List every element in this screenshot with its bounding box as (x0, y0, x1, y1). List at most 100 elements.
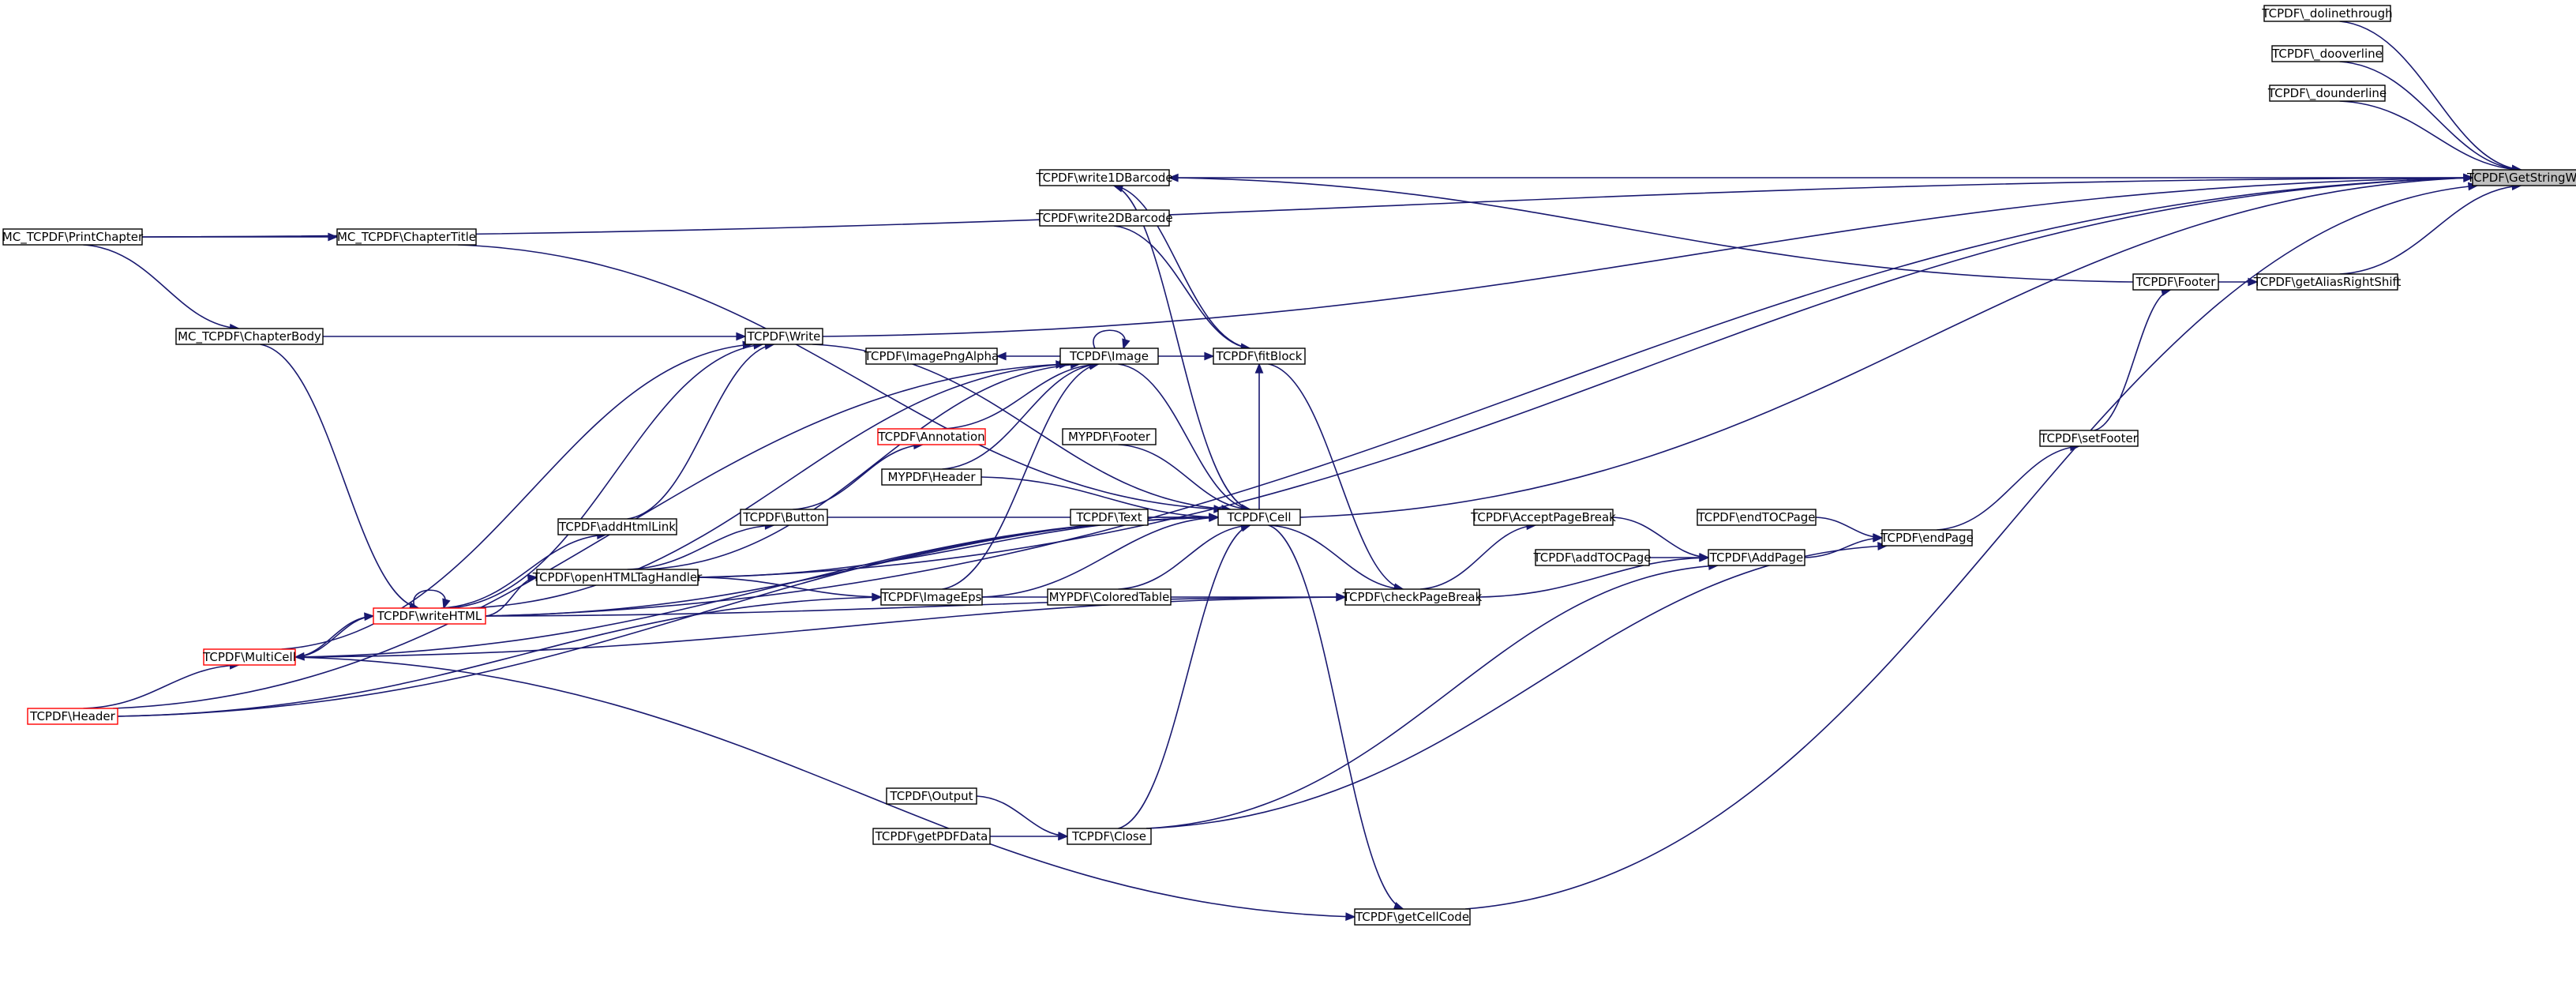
edge-line (141, 177, 2473, 238)
edge-writehtml-to-multicell (294, 615, 374, 661)
node-chaptertitle[interactable]: MC_TCPDF\ChapterTitle (336, 228, 477, 246)
node-getpdfdata[interactable]: TCPDF\getPDFData (872, 828, 991, 845)
node-endtocpage[interactable]: TCPDF\endTOCPage (1697, 509, 1817, 526)
edge-cell-to-write1dbarcode (1112, 184, 1251, 510)
node-imagepngalpha[interactable]: TCPDF\ImagePngAlpha (864, 347, 999, 365)
node-label: TCPDF\Text (1075, 510, 1142, 524)
node-getcellcode[interactable]: TCPDF\getCellCode (1354, 908, 1471, 926)
node-multicell[interactable]: TCPDF\MultiCell (202, 648, 296, 666)
node-label: TCPDF\writeHTML (377, 609, 482, 623)
node-write2dbarcode[interactable]: TCPDF\write2DBarcode (1035, 209, 1173, 227)
edge-line (647, 363, 1080, 570)
node-addtocpage[interactable]: TCPDF\addTOCPage (1532, 549, 1652, 566)
edge-line (1804, 537, 1883, 558)
node-getstringwidth[interactable]: TCPDF\GetStringWidth (2466, 169, 2576, 186)
edge-layer (83, 21, 2522, 922)
edge-line (281, 344, 752, 650)
node-dooverline[interactable]: TCPDF\_dooverline (2271, 45, 2383, 62)
node-acceptpagebreak[interactable]: TCPDF\AcceptPageBreak (1470, 509, 1616, 526)
edge-image-to-fitblock (1157, 351, 1215, 361)
edge-line (822, 177, 2473, 337)
node-endpage[interactable]: TCPDF\endPage (1880, 529, 1974, 547)
node-text[interactable]: TCPDF\Text (1070, 509, 1149, 526)
edge-write2dbarcode-to-fitblock (1113, 225, 1251, 352)
edge-writehtml-to-openhtmltaghandler (485, 573, 538, 617)
edge-line (981, 476, 1219, 518)
edge-line (2094, 289, 2171, 431)
node-write[interactable]: TCPDF\Write (744, 328, 823, 345)
edge-close-to-cell (1118, 524, 1252, 829)
edge-line (1118, 444, 1251, 510)
edge-getaliasrightshift-to-getstringwidth (2339, 182, 2522, 275)
arrowhead (328, 232, 339, 242)
edge-line (942, 363, 1099, 470)
node-fitblock[interactable]: TCPDF\fitBlock (1213, 347, 1306, 365)
node-mypdffooter[interactable]: MYPDF\Footer (1062, 428, 1157, 445)
edge-cell-to-fitblock (1254, 363, 1264, 509)
node-label: TCPDF\fitBlock (1216, 349, 1303, 363)
node-dounderline[interactable]: TCPDF\_dounderline (2267, 85, 2387, 102)
edge-line (117, 596, 882, 717)
node-chapterbody[interactable]: MC_TCPDF\ChapterBody (175, 328, 324, 345)
edge-setfooter-to-footer (2094, 287, 2172, 431)
edge-line (2339, 100, 2522, 171)
node-dolinethrough[interactable]: TCPDF\_dolinethrough (2261, 5, 2393, 22)
edge-writehtml-to-write (450, 340, 764, 609)
node-box (865, 347, 998, 365)
edge-line (2339, 185, 2522, 275)
edge-line (294, 656, 1355, 918)
arrowhead (736, 332, 747, 341)
edge-line (294, 615, 374, 658)
edge-multicell-to-getcellcode (294, 656, 1356, 922)
edge-line (1168, 177, 2134, 283)
node-label: TCPDF\setFooter (2039, 431, 2139, 445)
node-addpage[interactable]: TCPDF\AddPage (1708, 549, 1805, 566)
arrowhead (527, 573, 538, 583)
node-getaliasrightshift[interactable]: TCPDF\getAliasRightShift (2253, 273, 2402, 291)
arrowhead (1873, 533, 1884, 543)
edge-imageeps-to-cell (981, 513, 1220, 598)
edge-chapterbody-to-write (323, 332, 747, 341)
node-label: TCPDF\GetStringWidth (2466, 171, 2576, 185)
node-box (557, 518, 677, 535)
node-coloredtable[interactable]: MYPDF\ColoredTable (1047, 588, 1172, 606)
node-label: TCPDF\Output (889, 789, 973, 803)
node-layer: TCPDF\GetStringWidth TCPDF\_dolinethrough… (2, 5, 2576, 926)
arrowhead (1699, 553, 1710, 562)
edge-line (1118, 363, 1251, 510)
node-writehtml[interactable]: TCPDF\writeHTML (373, 607, 486, 625)
node-mypdfheader[interactable]: MYPDF\Header (881, 468, 982, 486)
arrowhead (1209, 513, 1220, 522)
node-box (1213, 347, 1306, 365)
node-cell[interactable]: TCPDF\Cell (1217, 509, 1301, 526)
edge-line (413, 589, 446, 609)
node-button[interactable]: TCPDF\Button (740, 509, 828, 526)
node-setfooter[interactable]: TCPDF\setFooter (2039, 430, 2139, 447)
edge-writehtml-to-writehtml (413, 589, 451, 610)
node-label: MC_TCPDF\PrintChapter (2, 230, 144, 245)
edge-line (260, 344, 419, 609)
edge-line (793, 444, 923, 510)
edge-image-to-image (1093, 329, 1131, 350)
node-openhtmltaghandler[interactable]: TCPDF\openHTMLTagHandler (532, 569, 703, 586)
edge-line (1118, 524, 1251, 590)
edge-line (1937, 445, 2079, 531)
node-label: TCPDF\MultiCell (202, 650, 296, 664)
node-box (536, 569, 699, 586)
node-checkpagebreak[interactable]: TCPDF\checkPageBreak (1342, 588, 1483, 606)
node-image[interactable]: TCPDF\Image (1059, 347, 1159, 365)
node-box (2269, 85, 2386, 102)
edge-line (83, 664, 239, 709)
node-write1dbarcode[interactable]: TCPDF\write1DBarcode (1035, 169, 1173, 186)
node-box (2256, 273, 2398, 291)
node-close[interactable]: TCPDF\Close (1067, 828, 1152, 845)
node-footer[interactable]: TCPDF\Footer (2132, 273, 2219, 291)
node-header[interactable]: TCPDF\Header (27, 708, 118, 725)
node-printchapter[interactable]: MC_TCPDF\PrintChapter (2, 228, 144, 246)
node-annotation[interactable]: TCPDF\Annotation (877, 428, 986, 445)
node-addhtmllink[interactable]: TCPDF\addHtmlLink (557, 518, 677, 535)
node-output[interactable]: TCPDF\Output (886, 787, 977, 805)
node-label: TCPDF\getAliasRightShift (2253, 275, 2402, 289)
node-imageeps[interactable]: TCPDF\ImageEps (880, 588, 983, 606)
node-label: TCPDF\_dounderline (2267, 86, 2387, 101)
